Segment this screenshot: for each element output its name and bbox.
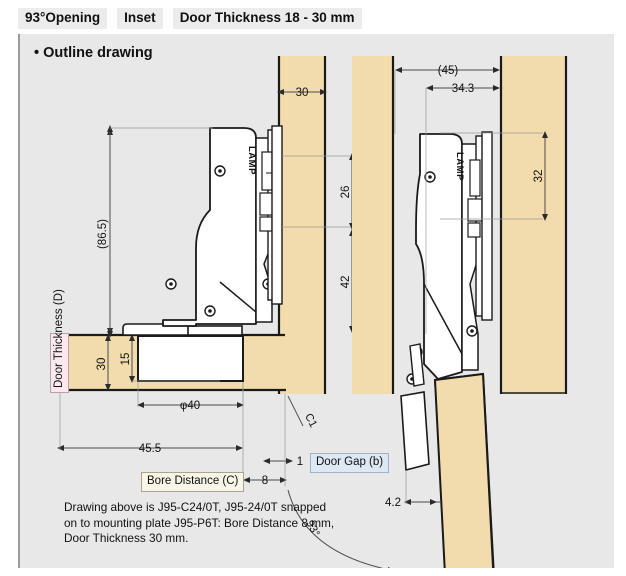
outline-drawing-panel: • Outline drawing [18,34,614,568]
left-view-mounting-plate [259,125,283,305]
callout-door-thickness: Door Thickness (D) [50,289,69,393]
right-view-mounting-plate [467,131,493,321]
dim-door-overlay-height: 32 [533,170,545,183]
brand-mark-right: LAMP [454,152,465,181]
left-view-dimension-labels: (86.5) 30 26 42 15 30 φ40 45.5 8 1 C1 [96,87,352,487]
tag-door-thickness-range: Door Thickness 18 - 30 mm [172,8,362,29]
right-view-dimensions [287,67,548,568]
dim-overall-height: (86.5) [97,219,109,249]
spec-tag-row: 93°Opening Inset Door Thickness 18 - 30 … [18,8,362,29]
left-view-door-panel [57,323,286,392]
right-view-right-panel [499,56,568,394]
dim-door-thickness: 30 [96,358,108,371]
callout-bore-distance: Bore Distance (C) [141,472,245,492]
dim-chamfer: C1 [302,412,319,430]
tag-mounting-type: Inset [117,8,163,29]
technical-drawing-canvas: LAMP [57,56,568,568]
dim-arm-reach: 34.3 [452,83,474,95]
dim-bore-depth: 15 [120,353,132,366]
dim-overall-reach: (45) [438,65,459,77]
drawing-geometry: LAMP [57,56,568,568]
right-view-open-door [433,372,495,568]
right-view-dimension-labels: (45) 34.3 32 4.2 93° [303,65,545,539]
left-view-hinge-arm: LAMP [162,127,274,327]
dim-panel-depth-top: 30 [296,87,309,99]
right-view-left-panel [352,56,395,394]
dim-bore-diameter: φ40 [180,400,200,412]
dim-hinge-cup-to-arm: 26 [340,186,352,199]
dim-arm-to-base: 42 [340,276,352,289]
callout-door-gap: Door Gap (b) [310,453,390,473]
drawing-caption: Drawing above is J95-C24/0T, J95-24/0T s… [64,500,335,545]
dim-door-edge-gap: 4.2 [385,497,401,509]
dim-front-to-bore-edge: 45.5 [139,443,161,455]
dim-bore-distance: 8 [262,475,268,487]
tag-opening-angle: 93°Opening [18,8,108,29]
brand-mark-left: LAMP [246,146,257,175]
left-view-cabinet-panel [277,56,327,394]
dim-door-gap: 1 [297,456,303,468]
panel-title: • Outline drawing [34,45,153,61]
right-view-cup-detail [400,343,430,472]
